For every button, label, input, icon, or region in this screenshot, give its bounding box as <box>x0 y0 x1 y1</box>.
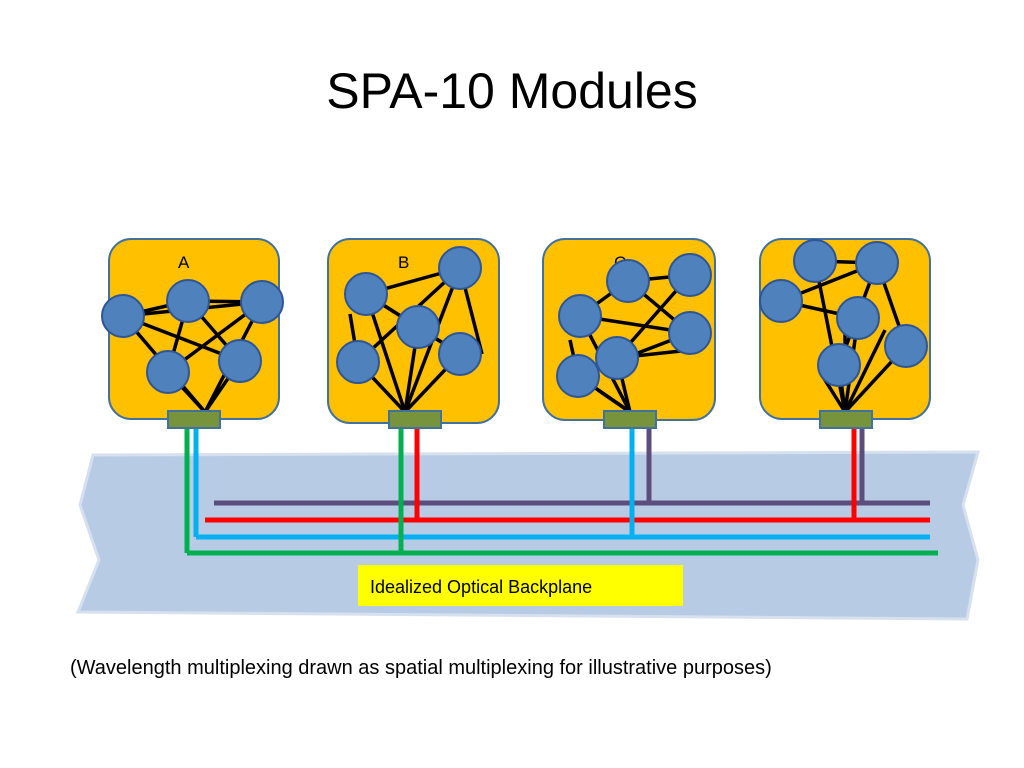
module-d-node <box>793 239 837 283</box>
module-b-connector <box>388 410 442 429</box>
bus-lines <box>187 500 938 556</box>
module-c-node <box>668 311 712 355</box>
module-a-connector <box>167 410 221 429</box>
module-a-label: A <box>178 253 190 272</box>
module-a-nodes <box>101 279 284 394</box>
module-b-label: B <box>398 253 409 272</box>
module-c-node <box>668 253 712 297</box>
module-a-node <box>101 294 145 338</box>
module-c-nodes <box>556 253 712 398</box>
module-d <box>759 238 931 429</box>
module-drop-lines <box>184 428 865 553</box>
module-a-node <box>166 279 210 323</box>
module-b-node <box>396 305 440 349</box>
module-b-node <box>336 340 380 384</box>
module-b-node <box>344 272 388 316</box>
module-d-node <box>759 279 803 323</box>
module-b-node <box>438 332 482 376</box>
module-a-node <box>146 350 190 394</box>
module-c: C <box>542 238 716 429</box>
module-b: B <box>327 238 500 429</box>
module-d-node <box>817 343 861 387</box>
slide-title: SPA-10 Modules <box>326 63 698 119</box>
module-b-nodes <box>336 246 482 384</box>
module-d-node <box>836 296 880 340</box>
module-a-node <box>218 339 262 383</box>
module-c-node <box>606 259 650 303</box>
module-c-node <box>558 294 602 338</box>
module-a: A <box>101 238 284 429</box>
module-c-connector <box>603 410 657 429</box>
backplane-label-text: Idealized Optical Backplane <box>370 577 592 597</box>
module-d-connector <box>819 410 873 429</box>
slide-caption: (Wavelength multiplexing drawn as spatia… <box>70 657 772 679</box>
module-b-node <box>438 246 482 290</box>
module-d-nodes <box>759 239 928 387</box>
module-c-node <box>595 336 639 380</box>
backplane-label: Idealized Optical Backplane <box>358 565 683 606</box>
module-c-node <box>556 354 600 398</box>
module-a-node <box>240 280 284 324</box>
module-d-node <box>884 324 928 368</box>
module-d-node <box>855 241 899 285</box>
